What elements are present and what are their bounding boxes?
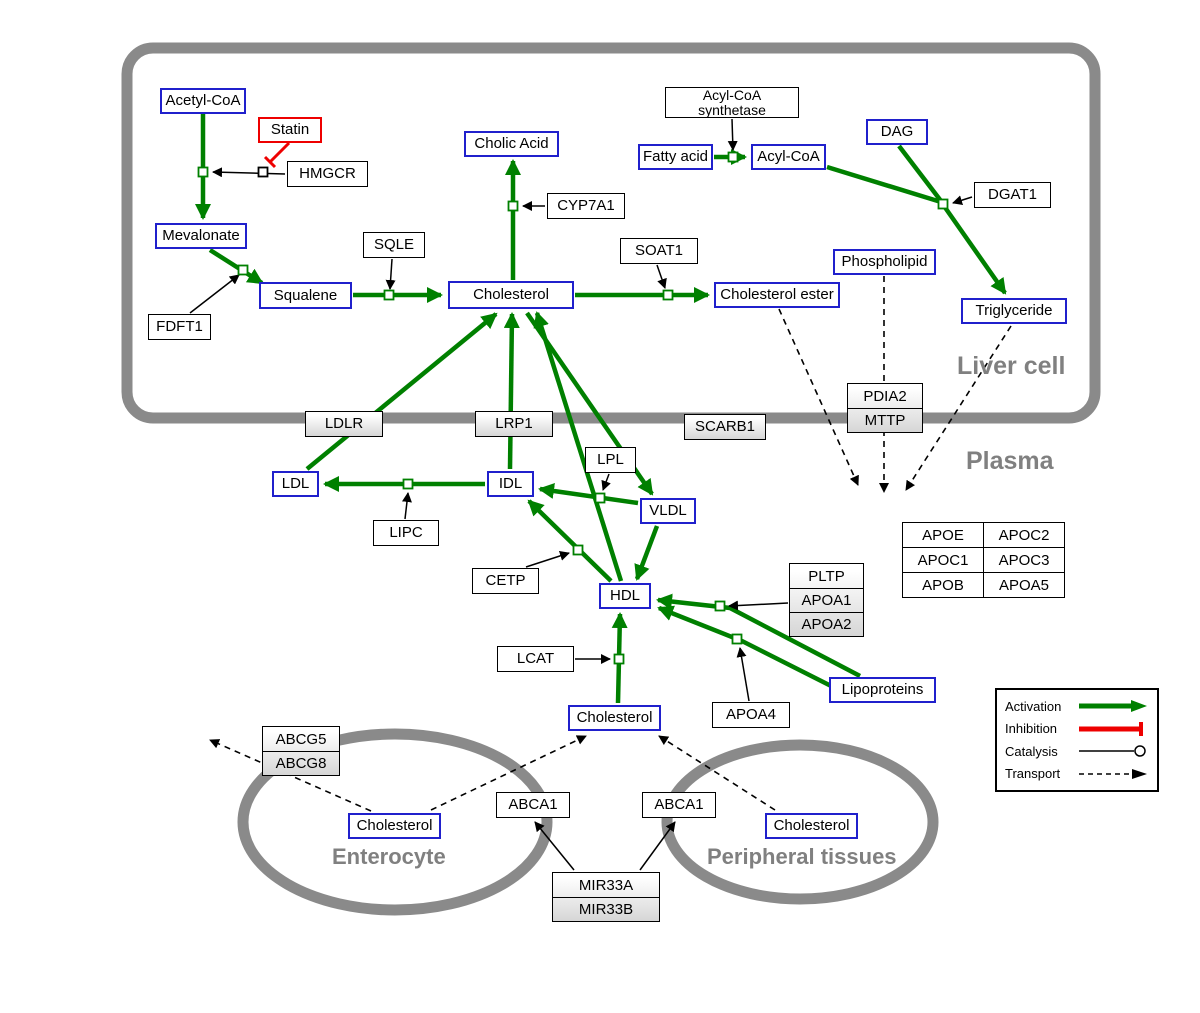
node-lpl[interactable]: LPL: [585, 447, 636, 473]
node-triglyceride[interactable]: Triglyceride: [961, 298, 1067, 324]
node-apob[interactable]: APOB: [903, 573, 984, 598]
node-abca1-peripheral[interactable]: ABCA1: [642, 792, 716, 818]
node-hmgcr[interactable]: HMGCR: [287, 161, 368, 187]
node-cholic-acid[interactable]: Cholic Acid: [464, 131, 559, 157]
node-mir33a[interactable]: MIR33A: [578, 876, 634, 894]
catalysis-edges: [189, 118, 973, 871]
node-vldl[interactable]: VLDL: [640, 498, 696, 524]
node-squalene[interactable]: Squalene: [259, 282, 352, 309]
liver-cell-label: Liver cell: [957, 352, 1066, 380]
node-acetyl-coa[interactable]: Acetyl-CoA: [160, 88, 246, 114]
node-apoc2[interactable]: APOC2: [984, 523, 1065, 548]
legend-row-inhibition: Inhibition: [1005, 721, 1149, 737]
node-dag[interactable]: DAG: [866, 119, 928, 145]
plasma-label: Plasma: [966, 447, 1054, 475]
node-fatty-acid[interactable]: Fatty acid: [638, 144, 713, 170]
apo-gene-table: APOE APOC2 APOC1 APOC3 APOB APOA5: [902, 522, 1065, 598]
node-mevalonate[interactable]: Mevalonate: [155, 223, 247, 249]
node-apoc3[interactable]: APOC3: [984, 548, 1065, 573]
node-ldl[interactable]: LDL: [272, 471, 319, 497]
legend-row-transport: Transport: [1005, 766, 1149, 782]
node-cholesterol-liver[interactable]: Cholesterol: [448, 281, 574, 309]
node-abcg5[interactable]: ABCG5: [275, 730, 327, 748]
node-acyl-coa-synthetase[interactable]: Acyl-CoA synthetase: [665, 87, 799, 118]
node-apoa1[interactable]: APOA1: [790, 588, 863, 612]
enterocyte-membrane: [237, 728, 553, 916]
node-soat1[interactable]: SOAT1: [620, 238, 698, 264]
legend-row-catalysis: Catalysis: [1005, 743, 1149, 759]
node-pltp[interactable]: PLTP: [808, 567, 845, 585]
peripheral-tissues-label: Peripheral tissues: [707, 844, 897, 869]
stack-mir33a-mir33b: MIR33A MIR33B: [552, 872, 660, 922]
node-lipoproteins[interactable]: Lipoproteins: [829, 677, 936, 703]
node-hdl[interactable]: HDL: [599, 583, 651, 609]
enterocyte-label: Enterocyte: [332, 844, 446, 869]
node-mir33b[interactable]: MIR33B: [553, 897, 659, 921]
node-idl[interactable]: IDL: [487, 471, 534, 497]
node-apoa5[interactable]: APOA5: [984, 573, 1065, 598]
node-dgat1[interactable]: DGAT1: [974, 182, 1051, 208]
node-cholesterol-peripheral[interactable]: Cholesterol: [765, 813, 858, 839]
node-scarb1[interactable]: SCARB1: [684, 414, 766, 440]
node-cyp7a1[interactable]: CYP7A1: [547, 193, 625, 219]
activation-arrow-icon: [1079, 700, 1147, 713]
node-lcat[interactable]: LCAT: [497, 646, 574, 672]
node-cholesterol-enterocyte[interactable]: Cholesterol: [348, 813, 441, 839]
node-fdft1[interactable]: FDFT1: [148, 314, 211, 340]
node-statin[interactable]: Statin: [258, 117, 322, 143]
transport-dashed-arrow-icon: [1079, 768, 1147, 779]
node-pdia2[interactable]: PDIA2: [863, 387, 907, 405]
legend-activation-label: Activation: [1005, 698, 1062, 714]
node-apoa2[interactable]: APOA2: [790, 612, 863, 636]
node-sqle[interactable]: SQLE: [363, 232, 425, 258]
transport-edges: [209, 276, 1012, 812]
node-lrp1[interactable]: LRP1: [475, 411, 553, 437]
liver-cell-membrane: [121, 42, 1101, 424]
membranes: [121, 42, 1101, 916]
catalysis-circle-icon: [1079, 745, 1146, 757]
node-lipc[interactable]: LIPC: [373, 520, 439, 546]
node-apoc1[interactable]: APOC1: [903, 548, 984, 573]
node-ldlr[interactable]: LDLR: [305, 411, 383, 437]
node-cholesterol-ester[interactable]: Cholesterol ester: [714, 282, 840, 308]
stack-pltp-apoa1-apoa2: PLTP APOA1 APOA2: [789, 563, 864, 637]
legend-catalysis-label: Catalysis: [1005, 743, 1058, 759]
inhibition-tbar-icon: [1079, 721, 1143, 736]
stack-abcg5-abcg8: ABCG5 ABCG8: [262, 726, 340, 776]
legend-transport-label: Transport: [1005, 766, 1061, 782]
node-acyl-coa[interactable]: Acyl-CoA: [751, 144, 826, 170]
stack-pdia2-mttp: PDIA2 MTTP: [847, 383, 923, 433]
reaction-nodes: [197, 151, 949, 665]
legend-row-activation: Activation: [1005, 698, 1149, 714]
node-abca1-enterocyte[interactable]: ABCA1: [496, 792, 570, 818]
node-cholesterol-plasma[interactable]: Cholesterol: [568, 705, 661, 731]
node-abcg8[interactable]: ABCG8: [263, 751, 339, 775]
node-apoa4[interactable]: APOA4: [712, 702, 790, 728]
inhibition-edge: [263, 141, 291, 169]
legend: Activation Inhibition Catalysis Transpor…: [995, 688, 1159, 792]
legend-inhibition-label: Inhibition: [1005, 721, 1058, 737]
node-mttp[interactable]: MTTP: [848, 408, 922, 432]
node-apoe[interactable]: APOE: [903, 523, 984, 548]
node-cetp[interactable]: CETP: [472, 568, 539, 594]
node-phospholipid[interactable]: Phospholipid: [833, 249, 936, 275]
